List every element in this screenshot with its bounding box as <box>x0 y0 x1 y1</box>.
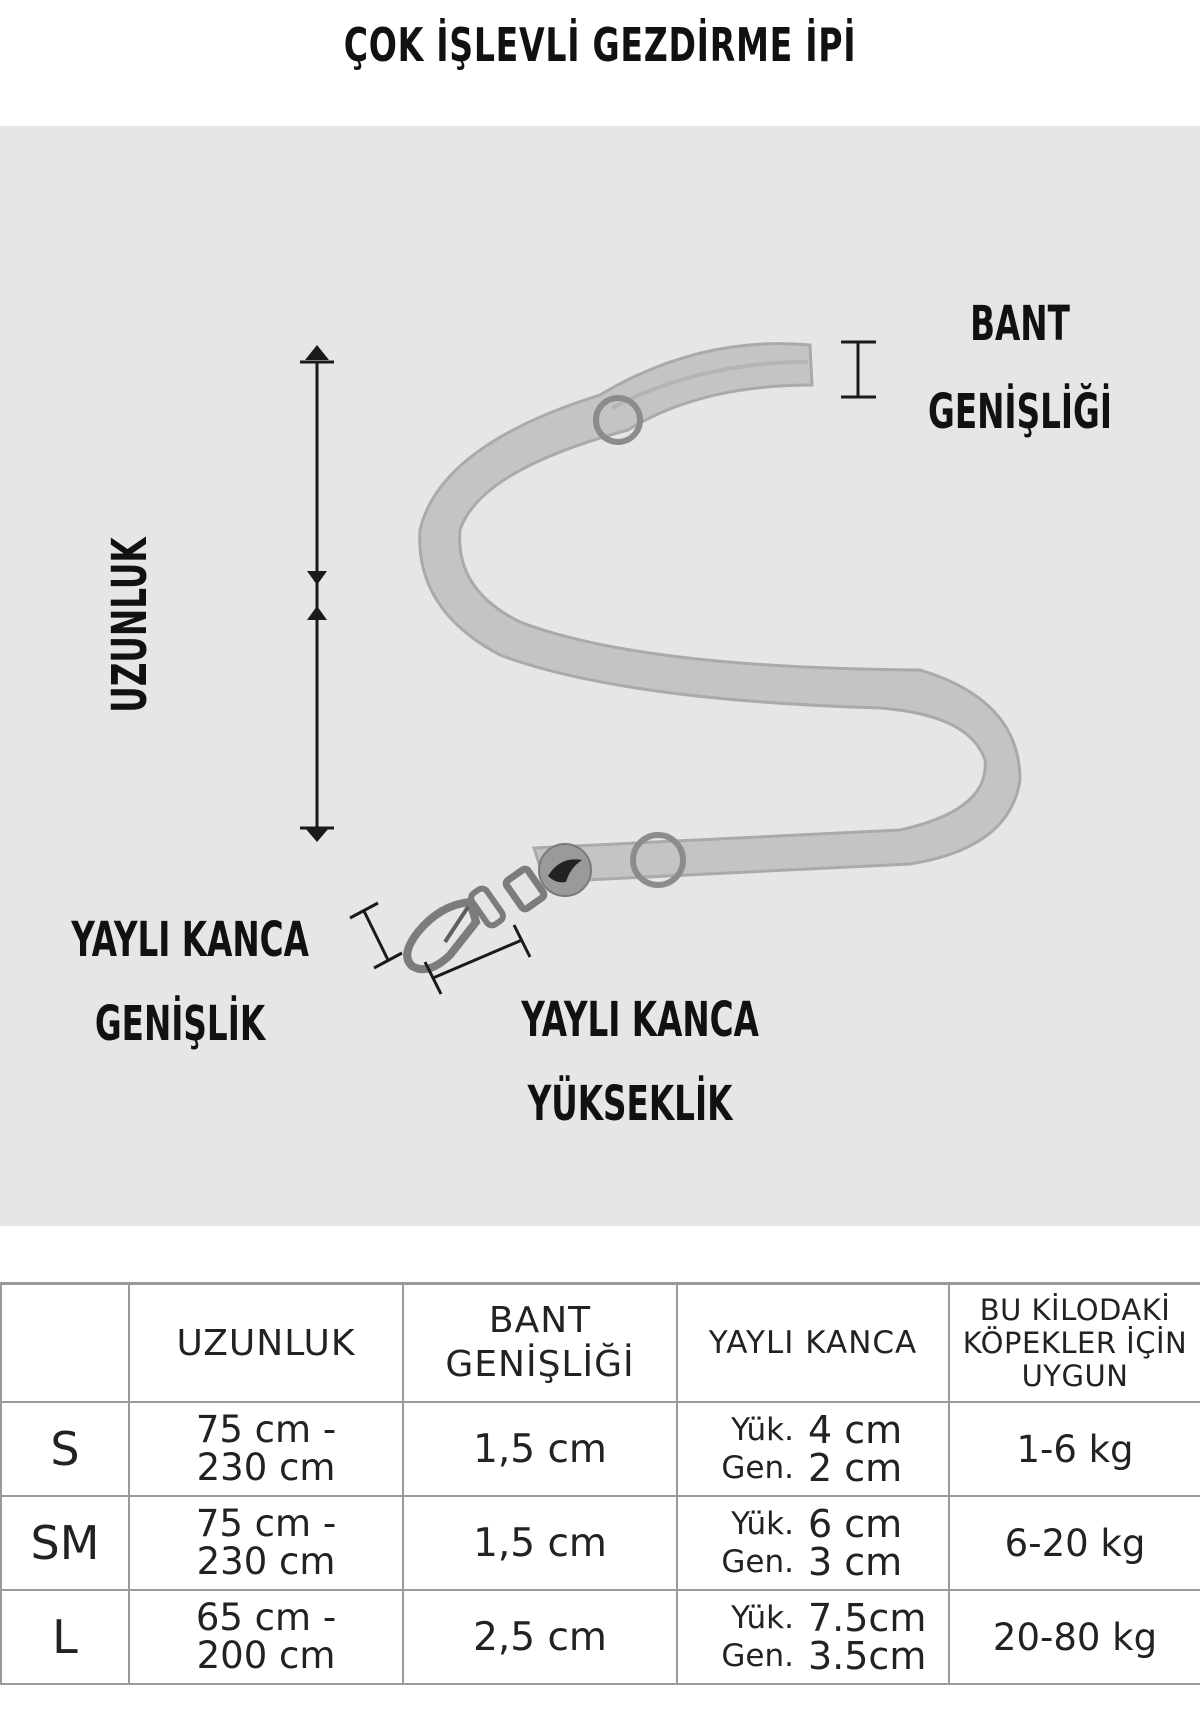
header-size <box>0 1282 130 1403</box>
dog-weight-cell: 20-80 kg <box>948 1589 1200 1685</box>
length-cell: 65 cm - 200 cm <box>128 1589 404 1685</box>
band-width-cell: 1,5 cm <box>402 1495 678 1591</box>
size-cell: L <box>0 1589 130 1685</box>
band-width-dimension-line <box>841 340 876 399</box>
snap-hook-cell: Yük.7.5cm Gen.3.5cm <box>676 1589 950 1685</box>
hook-height-label-line2: YÜKSEKLİK <box>527 1076 733 1132</box>
size-cell: SM <box>0 1495 130 1591</box>
handle-ring <box>593 395 643 445</box>
band-width-label-line1: BANT <box>970 296 1070 352</box>
table-row: L 65 cm - 200 cm 2,5 cm Yük.7.5cm Gen.3.… <box>0 1589 1200 1685</box>
length-label: UZUNLUK <box>102 537 158 713</box>
table-row: S 75 cm - 230 cm 1,5 cm Yük.4 cm Gen.2 c… <box>0 1401 1200 1497</box>
hook-height-dimension-line <box>423 924 532 995</box>
adjust-ring <box>630 832 686 888</box>
header-band-width: BANT GENİŞLİĞİ <box>402 1282 678 1403</box>
dog-weight-cell: 6-20 kg <box>948 1495 1200 1591</box>
snap-hook-cell: Yük.4 cm Gen.2 cm <box>676 1401 950 1497</box>
header-dog-weight: BU KİLODAKİ KÖPEKLER İÇİN UYGUN <box>948 1282 1200 1403</box>
leash-diagram: UZUNLUK BANT GENİŞLİĞİ YAYLI KANCA GENİŞ… <box>0 126 1200 1226</box>
length-cell: 75 cm - 230 cm <box>128 1401 404 1497</box>
header-length: UZUNLUK <box>128 1282 404 1403</box>
length-dimension-line <box>300 345 334 842</box>
leash-illustration <box>300 340 1022 995</box>
table-row: SM 75 cm - 230 cm 1,5 cm Yük.6 cm Gen.3 … <box>0 1495 1200 1591</box>
band-width-cell: 1,5 cm <box>402 1401 678 1497</box>
snap-hook-cell: Yük.6 cm Gen.3 cm <box>676 1495 950 1591</box>
header-snap-hook: YAYLI KANCA <box>676 1282 950 1403</box>
band-width-label-line2: GENİŞLİĞİ <box>928 384 1112 440</box>
page-title: ÇOK İŞLEVLİ GEZDİRME İPİ <box>343 18 857 72</box>
hook-width-label-line1: YAYLI KANCA <box>71 912 309 968</box>
hook-width-label-line2: GENİŞLİK <box>94 996 266 1052</box>
length-cell: 75 cm - 230 cm <box>128 1495 404 1591</box>
leash-strap <box>418 342 1022 884</box>
size-table: UZUNLUK BANT GENİŞLİĞİ YAYLI KANCA BU Kİ… <box>0 1282 1200 1685</box>
size-cell: S <box>0 1401 130 1497</box>
band-width-cell: 2,5 cm <box>402 1589 678 1685</box>
hook-height-label-line1: YAYLI KANCA <box>521 992 759 1048</box>
dog-weight-cell: 1-6 kg <box>948 1401 1200 1497</box>
table-header-row: UZUNLUK BANT GENİŞLİĞİ YAYLI KANCA BU Kİ… <box>0 1282 1200 1403</box>
brand-badge-icon <box>538 843 592 897</box>
hook-width-dimension-line <box>349 901 403 970</box>
snap-hook-icon <box>403 865 548 974</box>
